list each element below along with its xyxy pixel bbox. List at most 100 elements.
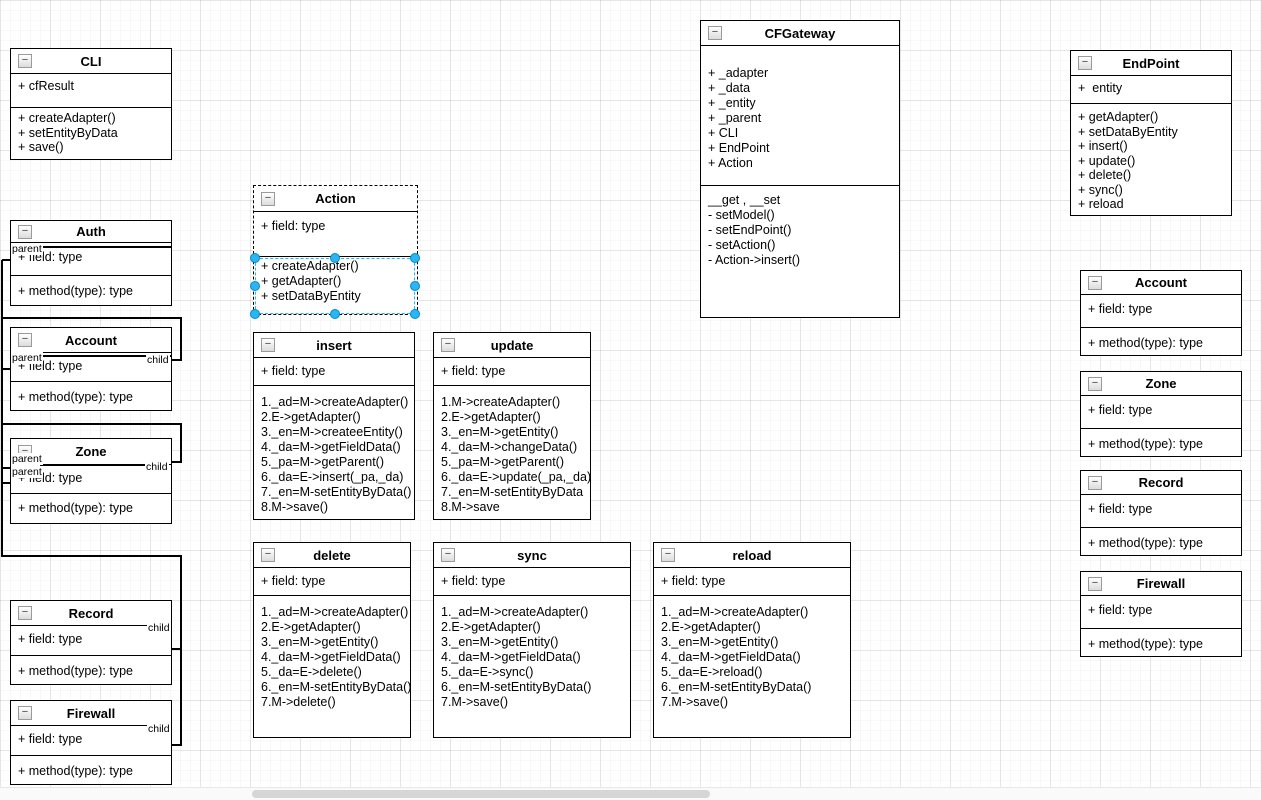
collapse-icon[interactable]: − [18, 224, 32, 239]
relationship-edge[interactable] [172, 648, 182, 650]
selection-handle[interactable] [410, 281, 420, 291]
selection-handle[interactable] [330, 309, 340, 319]
collapse-icon[interactable]: − [441, 338, 455, 352]
edge-label-child[interactable]: child [146, 354, 170, 366]
fields-compartment[interactable]: + cfResult [11, 74, 171, 108]
horizontal-scrollbar-thumb[interactable] [252, 790, 710, 798]
relationship-edge[interactable] [172, 359, 182, 361]
fields-compartment[interactable]: + field: type [434, 568, 630, 596]
methods-compartment[interactable]: + getAdapter()+ setDataByEntity+ insert(… [1071, 104, 1231, 212]
fields-compartment[interactable]: + field: type [254, 568, 410, 596]
collapse-icon[interactable]: − [1078, 56, 1092, 70]
fields-compartment[interactable]: + field: type [1081, 495, 1241, 528]
relationship-edge[interactable] [172, 461, 182, 463]
collapse-icon[interactable]: − [18, 706, 32, 720]
methods-compartment[interactable]: 1._ad=M->createAdapter()2.E->getAdapter(… [254, 386, 414, 515]
edge-label-parent[interactable]: parent [11, 352, 43, 364]
edge-label-child[interactable]: child [147, 723, 171, 735]
fields-compartment[interactable]: + _adapter+ _data+ _entity+ _parent+ CLI… [701, 46, 899, 186]
collapse-icon[interactable]: − [441, 548, 455, 562]
fields-compartment[interactable]: + field: type [654, 568, 850, 596]
methods-compartment[interactable]: + method(type): type [1081, 629, 1241, 652]
relationship-edge[interactable] [180, 556, 182, 746]
fields-compartment[interactable]: + entity [1071, 76, 1231, 104]
methods-compartment[interactable]: 1._ad=M->createAdapter()2.E->getAdapter(… [654, 596, 850, 710]
relationship-edge[interactable] [36, 246, 172, 248]
edge-label-parent[interactable]: parent [11, 243, 43, 255]
relationship-edge[interactable] [1, 260, 3, 557]
methods-compartment[interactable]: + method(type): type [1081, 328, 1241, 351]
collapse-icon[interactable]: − [18, 333, 32, 347]
edge-label-child[interactable]: child [147, 622, 171, 634]
selection-handle[interactable] [250, 281, 260, 291]
class-firewall-right[interactable]: −Firewall+ field: type+ method(type): ty… [1080, 571, 1242, 657]
collapse-icon[interactable]: − [261, 191, 275, 206]
edge-label-parent[interactable]: parent [11, 466, 43, 478]
methods-compartment[interactable]: __get , __set- setModel()- setEndPoint()… [701, 186, 899, 268]
selection-handle[interactable] [250, 253, 260, 263]
relationship-edge[interactable] [2, 467, 10, 469]
relationship-edge[interactable] [2, 368, 10, 370]
collapse-icon[interactable]: − [18, 606, 32, 620]
methods-compartment[interactable]: + method(type): type [11, 756, 171, 779]
relationship-edge[interactable] [2, 423, 182, 425]
relationship-edge[interactable] [2, 259, 10, 261]
selection-handle[interactable] [250, 309, 260, 319]
class-firewall-left[interactable]: −Firewall+ field: type+ method(type): ty… [10, 700, 172, 785]
methods-compartment[interactable]: + method(type): type [11, 494, 171, 516]
fields-compartment[interactable]: + field: type [254, 212, 417, 257]
collapse-icon[interactable]: − [1088, 376, 1102, 391]
collapse-icon[interactable]: − [708, 26, 722, 40]
methods-compartment[interactable]: 1.M->createAdapter()2.E->getAdapter()3._… [434, 386, 590, 515]
relationship-edge[interactable] [180, 318, 182, 360]
relationship-edge[interactable] [180, 424, 182, 462]
fields-compartment[interactable]: + field: type [11, 726, 171, 756]
relationship-edge[interactable] [2, 482, 10, 484]
methods-compartment[interactable]: + method(type): type [1081, 528, 1241, 551]
edge-label-child[interactable]: child [145, 461, 169, 473]
relationship-edge[interactable] [2, 317, 182, 319]
selection-handle[interactable] [330, 253, 340, 263]
class-endpoint[interactable]: −EndPoint+ entity+ getAdapter()+ setData… [1070, 50, 1232, 216]
relationship-edge[interactable] [2, 555, 182, 557]
collapse-icon[interactable]: − [261, 548, 275, 562]
collapse-icon[interactable]: − [1088, 275, 1102, 290]
methods-compartment[interactable]: + method(type): type [1081, 429, 1241, 452]
class-auth-left[interactable]: −Auth+ field: type+ method(type): type [10, 220, 172, 306]
class-account-right[interactable]: −Account+ field: type+ method(type): typ… [1080, 270, 1242, 356]
methods-compartment[interactable]: 1._ad=M->createAdapter()2.E->getAdapter(… [254, 596, 410, 710]
collapse-icon[interactable]: − [18, 54, 32, 68]
methods-compartment[interactable]: + method(type): type [11, 276, 171, 299]
methods-compartment[interactable]: + createAdapter()+ getAdapter()+ setData… [254, 257, 417, 304]
class-cli[interactable]: −CLI+ cfResult+ createAdapter()+ setEnti… [10, 48, 172, 160]
fields-compartment[interactable]: + field: type [1081, 396, 1241, 429]
methods-compartment[interactable]: + createAdapter()+ setEntityByData+ save… [11, 108, 171, 155]
methods-compartment[interactable]: + method(type): type [11, 656, 171, 679]
selection-handle[interactable] [410, 309, 420, 319]
class-action[interactable]: −Action+ field: type+ createAdapter()+ g… [253, 185, 418, 315]
fields-compartment[interactable]: + field: type [1081, 596, 1241, 629]
relationship-edge[interactable] [36, 355, 172, 357]
class-zone-left[interactable]: −Zone+ field: type+ method(type): type [10, 438, 172, 524]
class-zone-right[interactable]: −Zone+ field: type+ method(type): type [1080, 371, 1242, 457]
fields-compartment[interactable]: + field: type [1081, 295, 1241, 328]
class-cfgateway[interactable]: −CFGateway+ _adapter+ _data+ _entity+ _p… [700, 20, 900, 318]
edge-label-parent[interactable]: parent [11, 453, 43, 465]
selection-handle[interactable] [410, 253, 420, 263]
relationship-edge[interactable] [172, 744, 182, 746]
methods-compartment[interactable]: + method(type): type [11, 382, 171, 405]
collapse-icon[interactable]: − [261, 338, 275, 352]
relationship-edge[interactable] [40, 464, 146, 466]
fields-compartment[interactable]: + field: type [434, 358, 590, 386]
class-account-left[interactable]: −Account+ field: type+ method(type): typ… [10, 327, 172, 411]
fields-compartment[interactable]: + field: type [11, 626, 171, 656]
collapse-icon[interactable]: − [1088, 576, 1102, 591]
class-record-right[interactable]: −Record+ field: type+ method(type): type [1080, 470, 1242, 556]
collapse-icon[interactable]: − [661, 548, 675, 562]
